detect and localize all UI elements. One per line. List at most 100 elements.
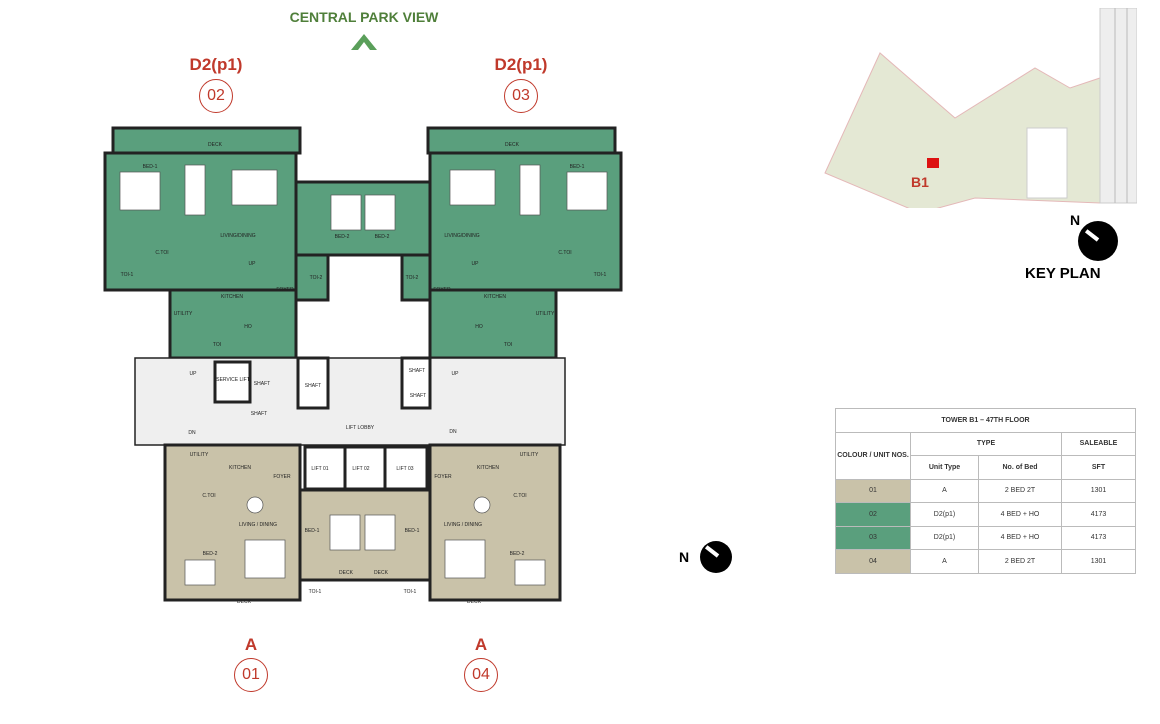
room-label: SHAFT — [253, 381, 271, 387]
room-label: BED-1 — [142, 164, 158, 170]
service-lift — [213, 360, 252, 404]
unit-02-deck — [111, 126, 302, 155]
sub-bed: No. of Bed — [978, 455, 1062, 480]
type-cell: D2(p1) — [910, 502, 979, 527]
room-label: UP — [248, 261, 256, 267]
key-plan-north-label: N — [1070, 212, 1081, 228]
unit-03-service — [428, 288, 558, 360]
table-title: TOWER B1 – 47TH FLOOR — [835, 408, 1136, 433]
room-label: KITCHEN — [229, 465, 251, 471]
chevron-up-icon — [351, 34, 377, 50]
room-label: DECK — [374, 570, 388, 576]
unit-number-badge: 04 — [464, 658, 498, 692]
room-label: TOI-1 — [593, 272, 607, 278]
unit-02-service — [168, 288, 298, 360]
room-label: UP — [471, 261, 479, 267]
key-plan-map — [824, 8, 1137, 208]
room-label: HO — [475, 324, 483, 330]
room-label: BED-2 — [202, 551, 218, 557]
room-label: LIVING/DINING — [220, 233, 256, 239]
key-plan-compass-icon — [1078, 221, 1118, 261]
unit-03-deck — [426, 126, 617, 155]
unit-cell: 02 — [835, 502, 911, 527]
room-label: UP — [189, 371, 197, 377]
room-label: FOYER — [273, 474, 291, 480]
room-label: DECK — [339, 570, 353, 576]
room-label: BED-1 — [404, 528, 420, 534]
room-label: DECK — [208, 142, 222, 148]
room-label: LIFT 02 — [352, 466, 370, 472]
sft-cell: 4173 — [1061, 502, 1136, 527]
type-cell: D2(p1) — [910, 525, 979, 550]
sub-unit-type: Unit Type — [910, 455, 979, 480]
unit-type-label: D2(p1) — [494, 55, 548, 74]
room-label: DN — [188, 430, 196, 436]
room-label: C.TOI — [202, 493, 216, 499]
unit-table: TOWER B1 – 47TH FLOOR COLOUR / UNIT NOS.… — [835, 408, 1136, 574]
bed-cell: 4 BED + HO — [978, 502, 1062, 527]
room-label: TOI — [212, 342, 222, 348]
room-label: UTILITY — [173, 311, 193, 317]
unit-number-badge: 02 — [199, 79, 233, 113]
room-label: FOYER — [434, 474, 452, 480]
room-label: TOI-2 — [405, 275, 419, 281]
room-label: LIFT 01 — [311, 466, 329, 472]
room-label: FOYER — [276, 287, 294, 293]
unit-type-label: D2(p1) — [189, 55, 243, 74]
sub-sft: SFT — [1061, 455, 1136, 480]
shaft — [296, 356, 330, 410]
room-label: FOYER — [433, 287, 451, 293]
room-label: LIVING/DINING — [444, 233, 480, 239]
room-label: DN — [449, 429, 457, 435]
room-label: DECK — [237, 599, 251, 605]
room-label: SHAFT — [250, 411, 268, 417]
unit-number-badge: 01 — [234, 658, 268, 692]
lift — [383, 445, 429, 491]
room-label: SHAFT — [304, 383, 322, 389]
room-label: LIFT 03 — [396, 466, 414, 472]
room-label: LIVING / DINING — [238, 522, 278, 528]
lift — [303, 445, 347, 491]
room-label: DECK — [467, 599, 481, 605]
unit-type-label: A — [244, 635, 258, 654]
col-unit: COLOUR / UNIT NOS. — [835, 431, 911, 480]
col-saleable: SALEABLE — [1061, 431, 1136, 456]
sft-cell: 1301 — [1061, 478, 1136, 503]
shaft — [400, 356, 432, 410]
type-cell: A — [910, 478, 979, 503]
room-label: UP — [451, 371, 459, 377]
north-label: N — [679, 549, 690, 565]
room-label: C.TOI — [513, 493, 527, 499]
room-label: BED-2 — [509, 551, 525, 557]
room-label: TOI-1 — [308, 589, 322, 595]
room-label: TOI-1 — [403, 589, 417, 595]
room-label: BED-2 — [334, 234, 350, 240]
key-plan-title: KEY PLAN — [1025, 265, 1101, 282]
key-plan-tower-label: B1 — [911, 174, 929, 190]
room-label: BED-1 — [304, 528, 320, 534]
room-label: TOI — [503, 342, 513, 348]
room-label: SHAFT — [408, 368, 426, 374]
core-lobby — [134, 357, 566, 446]
sft-cell: 1301 — [1061, 549, 1136, 574]
room-label: KITCHEN — [221, 294, 243, 300]
north-compass-icon — [700, 541, 732, 573]
view-label: CENTRAL PARK VIEW — [289, 9, 439, 25]
toi-left — [294, 253, 330, 302]
room-label: LIFT LOBBY — [345, 425, 375, 431]
room-label: HO — [244, 324, 252, 330]
col-type: TYPE — [910, 431, 1062, 456]
unit-type-label: A — [474, 635, 488, 654]
bed-cell: 2 BED 2T — [978, 549, 1062, 574]
bed-cell: 4 BED + HO — [978, 525, 1062, 550]
floor-plan — [103, 126, 623, 602]
type-cell: A — [910, 549, 979, 574]
room-label: C.TOI — [155, 250, 169, 256]
bed-cell: 2 BED 2T — [978, 478, 1062, 503]
sft-cell: 4173 — [1061, 525, 1136, 550]
room-label: KITCHEN — [484, 294, 506, 300]
